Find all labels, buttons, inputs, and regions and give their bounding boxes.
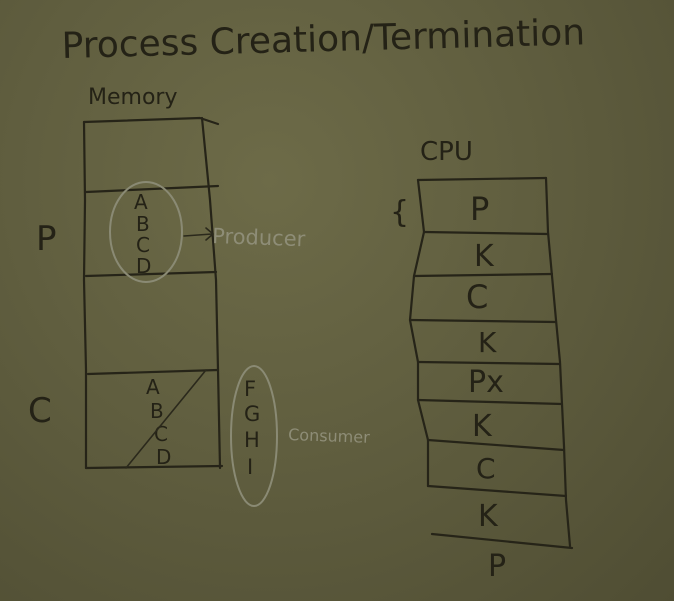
cpu-slot: P [488,549,506,584]
consumer-label: Consumer [288,425,371,447]
diagram-title: Process Creation/Termination [61,12,585,67]
cpu-divider-4 [416,360,562,366]
memory-label: Memory [88,85,177,110]
memory-top-edge [82,116,220,126]
cpu-slot: C [466,278,488,316]
producer-label: Producer [212,224,306,251]
cpu-slot: C [476,452,496,485]
consumer-contents: A B C D [146,375,171,469]
producer-item: B [136,212,150,236]
producer-arrow [183,227,215,241]
consumer-region-circle [230,365,278,507]
cpu-slot: K [478,499,499,534]
producer-item: C [136,233,150,257]
consumer-item: C [154,422,168,446]
cpu-top-edge [416,176,548,182]
memory-divider-2 [84,270,218,278]
consumer-extra-item: F [244,377,256,401]
consumer-strike-line [125,369,207,469]
consumer-item: D [156,445,171,469]
memory-column [82,116,224,470]
cpu-divider-6 [426,438,566,452]
memory-right-edge [200,116,222,470]
memory-left-edge [82,120,88,470]
memory-bottom-edge [84,464,224,470]
process-p-label: P [36,219,57,259]
cpu-divider-3 [408,318,558,324]
cpu-divider-1 [422,230,550,236]
producer-contents: A B C D [134,190,151,278]
consumer-extra-item: G [244,402,260,426]
cpu-slot-brace: { [390,195,409,230]
cpu-label: CPU [420,137,473,167]
cpu-divider-7 [426,484,568,498]
cpu-left-edge [408,178,430,488]
cpu-column [408,176,574,550]
cpu-divider-5 [416,398,564,406]
consumer-item: B [150,399,164,423]
producer-item: D [136,254,151,278]
cpu-slot: K [472,409,493,444]
cpu-slot: Px [468,365,504,400]
cpu-right-edge [544,176,572,548]
cpu-slot: K [478,326,497,359]
cpu-slot: K [474,239,495,274]
memory-divider-1 [84,184,220,194]
consumer-extra-item: H [244,428,260,452]
cpu-divider-8 [430,532,574,550]
consumer-extra-item: I [247,455,253,479]
process-c-label: C [28,391,52,431]
cpu-slot: P [470,190,489,228]
memory-divider-3 [86,368,220,376]
producer-item: A [134,190,148,214]
cpu-slots: P K C K Px K C K P [466,190,506,584]
consumer-extra-contents: F G H I [244,377,260,479]
consumer-item: A [146,375,160,399]
producer-region-circle [109,181,183,283]
cpu-divider-2 [412,272,554,278]
